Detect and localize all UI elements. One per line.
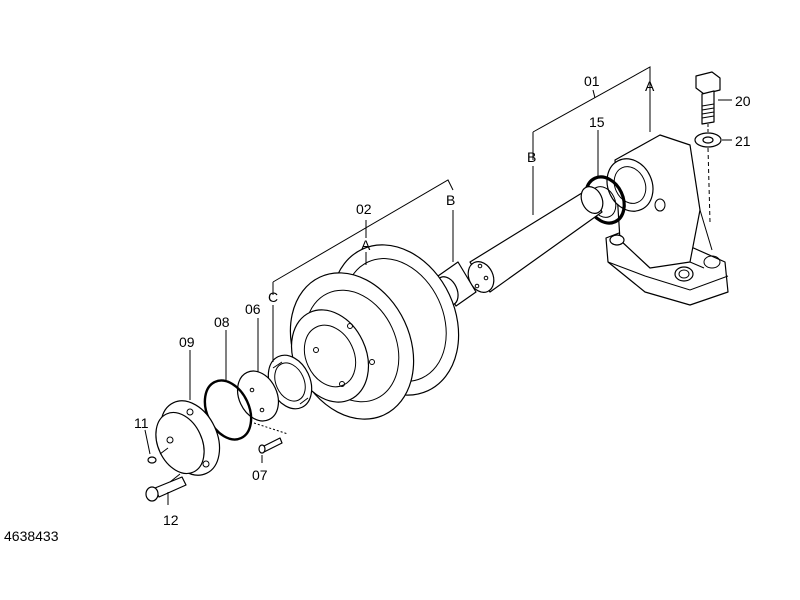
roller-wheel	[289, 244, 460, 420]
label-02: 02	[356, 201, 372, 217]
label-b-roller: B	[446, 192, 455, 208]
label-15: 15	[589, 114, 605, 130]
label-01: 01	[584, 73, 600, 89]
label-09: 09	[179, 334, 195, 350]
bolt-12	[145, 476, 187, 502]
label-07: 07	[252, 467, 268, 483]
drawing-number: 4638433	[4, 528, 59, 544]
callout-labels: 01 A B 15 20 21 02 B A C 06 08 09 11 07 …	[134, 73, 751, 528]
shaft	[435, 186, 604, 307]
screw-07	[258, 437, 283, 454]
label-06: 06	[245, 301, 261, 317]
assembly-lines	[159, 124, 711, 483]
label-c: C	[268, 289, 278, 305]
label-a-bracket: A	[645, 78, 655, 94]
bracket-housing	[605, 134, 729, 306]
label-20: 20	[735, 93, 751, 109]
label-21: 21	[735, 133, 751, 149]
label-08: 08	[214, 314, 230, 330]
plug-11	[147, 456, 157, 464]
bolt-20	[695, 71, 721, 125]
label-11: 11	[134, 415, 149, 431]
plate-disc	[236, 370, 280, 422]
label-b-shaft: B	[527, 149, 536, 165]
end-cover	[155, 400, 221, 476]
leader-lines	[144, 66, 732, 505]
label-12: 12	[163, 512, 179, 528]
washer-21	[694, 132, 722, 148]
label-a-roller: A	[361, 237, 371, 253]
